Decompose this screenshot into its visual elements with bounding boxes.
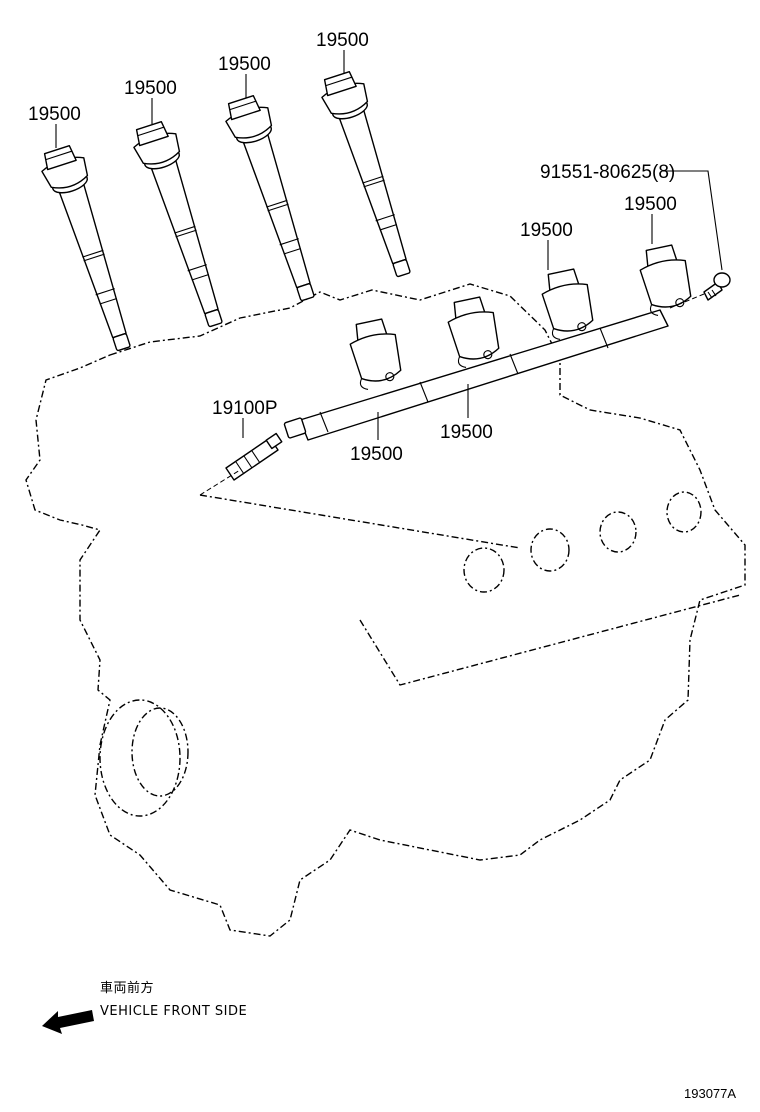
- leader-lines: [55, 50, 723, 440]
- figure-id: 193077A: [684, 1086, 736, 1101]
- ignition-coil-1: [36, 141, 145, 357]
- spark-plug: [225, 432, 283, 481]
- callout-coil-2: 19500: [124, 78, 177, 99]
- bolt: [703, 272, 731, 301]
- vehicle-front-indicator: 車両前方 VEHICLE FRONT SIDE: [42, 980, 247, 1034]
- ignition-coil-4: [316, 67, 425, 283]
- callout-bolt: 91551-80625(8): [540, 162, 675, 183]
- callout-coil-6: 19500: [520, 220, 573, 241]
- ignition-coil-3: [220, 91, 329, 307]
- front-label-english: VEHICLE FRONT SIDE: [100, 1004, 247, 1019]
- arrow-left-down-icon: [42, 1010, 94, 1034]
- callout-coil-3: 19500: [218, 54, 271, 75]
- front-label-japanese: 車両前方: [100, 980, 154, 996]
- callout-coil-5: 19500: [624, 194, 677, 215]
- spark-plug-guide-line: [199, 469, 241, 496]
- callout-coil-8: 19500: [440, 422, 493, 443]
- ignition-coil-2: [128, 117, 237, 333]
- callout-coil-7: 19500: [350, 444, 403, 465]
- bolt-guide-line: [669, 293, 705, 309]
- callout-spark-plug: 19100P: [212, 398, 278, 419]
- engine-outline: [25, 283, 746, 937]
- callout-coil-4: 19500: [316, 30, 369, 51]
- callout-coil-1: 19500: [28, 104, 81, 125]
- installed-coils: [283, 242, 696, 441]
